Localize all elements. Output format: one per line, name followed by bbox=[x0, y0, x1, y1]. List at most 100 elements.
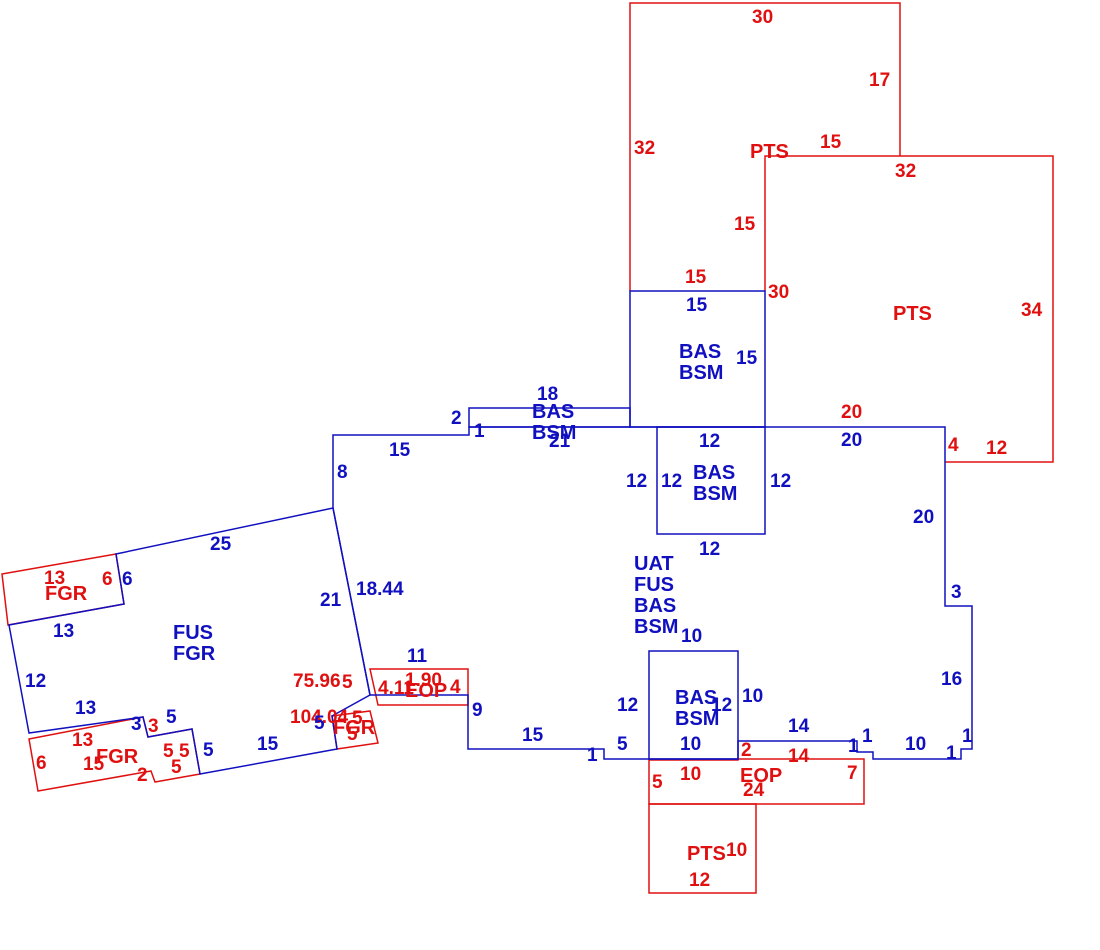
dimension-label: 13 bbox=[44, 568, 65, 589]
dimension-label: 3 bbox=[148, 716, 159, 737]
dimension-label: 1 bbox=[862, 726, 873, 747]
dimension-label: 10 bbox=[680, 764, 701, 785]
area-label-bas-c-2: BSM bbox=[693, 483, 737, 505]
area-label-bas-b-1: BAS bbox=[532, 401, 574, 423]
dimension-label: 10 bbox=[905, 734, 926, 755]
dimension-label: 7 bbox=[847, 763, 858, 784]
dimension-label: 4 bbox=[948, 435, 959, 456]
dimension-label: 5 bbox=[617, 734, 628, 755]
dimension-label: 14 bbox=[788, 746, 810, 767]
dimension-label: 9 bbox=[472, 700, 483, 721]
dimension-label: 6 bbox=[122, 569, 133, 590]
dimension-label: 6 bbox=[102, 569, 113, 590]
dimension-label: 17 bbox=[869, 70, 890, 91]
area-label-pts-right: PTS bbox=[893, 303, 932, 325]
dimension-label: 4 bbox=[450, 677, 461, 698]
dimension-label: 30 bbox=[768, 282, 789, 303]
dimension-label: 21 bbox=[320, 590, 342, 611]
dimension-label: 1.90 bbox=[405, 670, 442, 691]
dimension-label: 8 bbox=[337, 462, 348, 483]
dimension-label: 104.04 bbox=[290, 707, 349, 728]
fus-fgr-outline bbox=[8, 507, 371, 775]
dimension-label: 10 bbox=[742, 686, 763, 707]
dimension-label: 2 bbox=[741, 740, 752, 761]
dimension-label: 15 bbox=[389, 440, 411, 461]
area-label-eop-bottom: EOP bbox=[740, 765, 782, 787]
dimension-label: 5 bbox=[171, 757, 182, 778]
dimension-label: 12 bbox=[699, 539, 720, 560]
building-dimensions: 15 15 18 21 2 1 15 8 12 12 12 12 12 20 2… bbox=[25, 295, 973, 766]
bas-bsm-b-outline bbox=[468, 407, 631, 428]
area-label-bas-c-1: BAS bbox=[693, 462, 735, 484]
dimension-label: 10 bbox=[681, 626, 702, 647]
area-label-uat-3: BAS bbox=[634, 595, 676, 617]
main-building-outline bbox=[332, 426, 973, 760]
dimension-label: 10 bbox=[680, 734, 701, 755]
dimension-label: 32 bbox=[634, 138, 655, 159]
attachment-dimensions: 30 17 32 15 32 15 15 30 34 20 4 12 13 6 … bbox=[36, 7, 1043, 891]
dimension-label: 14 bbox=[788, 716, 810, 737]
dimension-label: 1 bbox=[848, 736, 859, 757]
dimension-label: 20 bbox=[841, 430, 862, 451]
area-label-uat-1: UAT bbox=[634, 553, 674, 575]
area-label-uat-4: BSM bbox=[634, 616, 678, 638]
dimension-label: 15 bbox=[686, 295, 708, 316]
dimension-label: 3 bbox=[951, 582, 962, 603]
area-label-fgr-b: FGR bbox=[333, 717, 376, 739]
dimension-label: 4.11 bbox=[378, 678, 414, 699]
dimension-label: 5 bbox=[163, 741, 174, 762]
area-label-pts-top: PTS bbox=[750, 141, 789, 163]
pts-top-outline bbox=[629, 2, 901, 291]
pts-bottom-outline bbox=[648, 803, 757, 894]
dimension-label: 5 bbox=[314, 713, 325, 734]
dimension-label: 34 bbox=[1021, 300, 1043, 321]
dimension-label: 15 bbox=[820, 132, 842, 153]
area-label-bas-a-1: BAS bbox=[679, 341, 721, 363]
dimension-label: 2 bbox=[137, 765, 148, 786]
dimension-label: 13 bbox=[72, 730, 93, 751]
dimension-label: 16 bbox=[941, 669, 962, 690]
area-label-eop-small: EOP bbox=[405, 680, 447, 702]
dimension-label: 75.96 bbox=[293, 671, 341, 692]
dimension-label: 30 bbox=[752, 7, 773, 28]
dimension-label: 20 bbox=[841, 402, 862, 423]
dimension-label: 15 bbox=[257, 734, 279, 755]
dimension-label: 1 bbox=[962, 726, 973, 747]
area-label-uat-2: FUS bbox=[634, 574, 674, 596]
dimension-label: 12 bbox=[617, 695, 638, 716]
dimension-label: 3 bbox=[131, 714, 142, 735]
dimension-label: 5 bbox=[166, 707, 177, 728]
area-label-fgr-a: FGR bbox=[45, 583, 88, 605]
dimension-label: 12 bbox=[25, 671, 46, 692]
dimension-label: 1 bbox=[587, 745, 598, 766]
dimension-label: 12 bbox=[986, 438, 1007, 459]
area-label-fus: FUS bbox=[173, 622, 213, 644]
dimension-label: 6 bbox=[36, 753, 47, 774]
dimension-label: 2 bbox=[451, 408, 462, 429]
dimension-label: 13 bbox=[75, 698, 96, 719]
dimension-label: 5 bbox=[652, 772, 663, 793]
dimension-label: 18 bbox=[537, 384, 558, 405]
dimension-label: 12 bbox=[661, 471, 682, 492]
dimension-label: 12 bbox=[711, 695, 732, 716]
area-label-bas-a-2: BSM bbox=[679, 362, 723, 384]
dimension-label: 10 bbox=[726, 840, 747, 861]
dimension-label: 5 bbox=[352, 708, 363, 729]
dimension-label: 24 bbox=[743, 780, 765, 801]
dimension-label: 12 bbox=[770, 471, 791, 492]
dimension-label: 5 bbox=[179, 741, 190, 762]
area-label-fgr: FGR bbox=[173, 643, 216, 665]
dimension-label: 13 bbox=[53, 621, 74, 642]
dimension-label: 21 bbox=[549, 431, 571, 452]
dimension-label: 18.44 bbox=[356, 579, 404, 600]
bas-bsm-c-outline bbox=[656, 426, 766, 535]
dimension-label: 20 bbox=[913, 507, 934, 528]
building-outlines bbox=[8, 290, 973, 775]
dimension-label: 12 bbox=[699, 431, 720, 452]
dimension-label: 15 bbox=[736, 348, 758, 369]
dimension-label: 1 bbox=[946, 743, 957, 764]
dimension-label: 15 bbox=[522, 725, 544, 746]
dimension-label: 15 bbox=[83, 754, 105, 775]
area-label-bas-b-2: BSM bbox=[532, 422, 576, 444]
